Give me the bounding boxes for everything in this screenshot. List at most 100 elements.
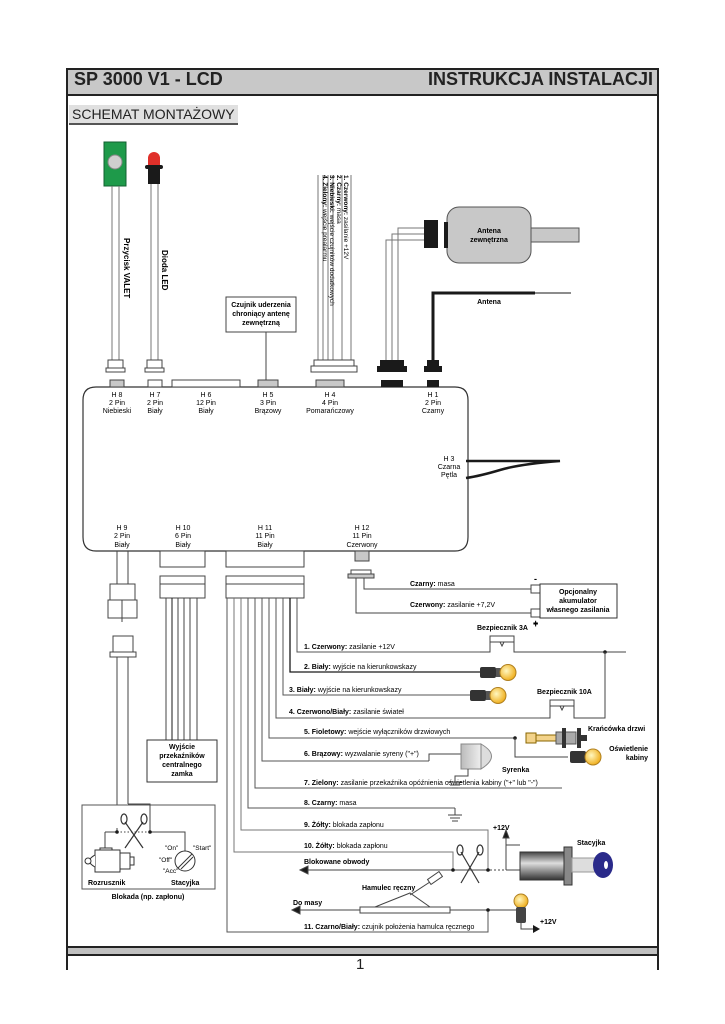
wire-labels: 1. Czerwony: zasilanie +12V 2. Biały: wy… [289,644,538,931]
h8-color: Niebieski [103,408,132,415]
h9-id: H 9 [117,525,128,532]
handbrake-bulb-icon [513,893,540,933]
wire-6-desc: wyzwalanie syreny ("+") [344,751,419,758]
fuse-10a-icon [540,699,578,719]
h1-color: Czarny [422,408,445,415]
door-switch-label: Krańcówka drzwi [588,726,645,733]
h11-connector [225,550,305,599]
svg-text:1. Czerwony: zasilanie +12V: 1. Czerwony: zasilanie +12V [342,175,349,260]
battery-line1: Opcjonalny [559,589,597,596]
h1-id: H 1 [428,392,439,399]
siren-icon [428,743,492,789]
fuse-10a-label: Bezpiecznik 10A [537,689,592,696]
section-title: SCHEMAT MONTAŻOWY [69,105,238,125]
page-frame-left [66,68,68,970]
wire-11-desc: czujnik położenia hamulca ręcznego [362,924,475,931]
h12-connector [347,550,375,579]
h9-pins: 2 Pin [114,533,130,540]
turn-signal-bulb-icon [470,687,507,704]
wire-9-desc: blokada zapłonu [333,822,384,829]
h4-wire-3-color: 3. Niebieski: [328,175,335,213]
blockade-title: Blokada (np. zapłonu) [112,894,185,901]
external-antenna-icon [377,206,580,372]
scissors-icon [120,813,148,849]
battery-box-labels: Opcjonalny akumulator własnego zasilania [545,589,609,614]
ignition-circuit [298,828,520,875]
h7-id: H 7 [150,392,161,399]
battery-line3: własnego zasilania [545,607,609,614]
cabin-light-line2: kabiny [626,755,648,762]
document-title: SP 3000 V1 - LCD [74,69,223,89]
h11-color: Biały [257,542,273,549]
starter-motor-icon [84,847,135,873]
h4-wire-2-desc: masa [335,208,342,224]
wire-6-label: 6. Brązowy: wyzwalanie syreny ("+") [304,751,419,758]
h4-id: H 4 [325,392,336,399]
ignition-label: Stacyjka [577,840,606,847]
h7-color: Biały [147,408,163,415]
external-antenna-line2: zewnętrzna [470,237,508,244]
turn-signal-bulb-icon [480,664,517,681]
page-frame-right [657,68,659,970]
battery-line2: akumulator [559,598,597,605]
battery-wire-red: Czerwony: zasilanie +7,2V [410,602,495,609]
h6-socket [171,379,241,388]
antenna-wire [424,291,571,372]
h4-wire-4-desc: wejście prealarmu [321,208,328,262]
pos-start: "Start" [193,845,212,852]
blocked-circuits-label: Blokowane obwody [304,859,369,866]
antenna-ext-socket [381,380,403,387]
h11-wires [226,598,562,933]
shock-sensor-line1: Czujnik uderzenia [231,302,291,309]
wire-10-desc: blokada zapłonu [337,843,388,850]
h4-wire-labels: 1. Czerwony: zasilanie +12V 2. Czarny: m… [321,175,349,306]
handbrake-label: Hamulec ręczny [362,885,415,892]
h9-color: Biały [114,542,130,549]
wire-3-desc: wyjście na kierunkowskazy [317,687,402,694]
wire-9-label: 9. Żółty: blokada zapłonu [304,821,384,829]
wire-1-desc: zasilanie +12V [349,644,395,651]
wire-11-color: 11. Czarno/Biały: [304,924,360,931]
wire-4-color: 4. Czerwono/Biały: [289,709,351,716]
battery-wire-black: Czarny: masa [410,581,455,588]
top-connector-labels: H 8 2 Pin Niebieski H 7 2 Pin Biały H 6 … [103,392,445,415]
battery-wire-red-color: Czerwony: [410,602,445,609]
svg-text:3. Niebieski: wejście czujnikó: 3. Niebieski: wejście czujników dodatkow… [328,175,335,306]
h4-color: Pomarańczowy [306,408,354,415]
wire-4-label: 4. Czerwono/Biały: zasilanie świateł [289,709,404,716]
junction-dot [486,908,490,912]
wire-8-color: 8. Czarny: [304,800,337,807]
h8-socket [109,379,125,388]
scissors-icon [456,844,484,884]
wire-10-label: 10. Żółty: blokada zapłonu [304,842,388,850]
shock-sensor-box [225,296,297,380]
central-lock-line1: Wyjście [169,744,195,751]
h5-id: H 5 [263,392,274,399]
battery-minus: - [534,574,537,584]
plus12v-handbrake: +12V [540,919,557,926]
junction-dot [148,830,152,834]
battery-plus: + [533,618,538,628]
h4-wire-3-desc: wejście czujników dodatkowych [328,214,335,306]
h6-id: H 6 [201,392,212,399]
h5-color: Brązowy [255,408,282,415]
wire-6-color: 6. Brązowy: [304,751,343,758]
wire-5-color: 5. Fioletowy: [304,729,346,736]
h3-type: Pętla [441,472,457,479]
h6-color: Biały [198,408,214,415]
to-ground-label: Do masy [293,900,322,907]
h10-color: Biały [175,542,191,549]
pos-off: "Off" [159,857,173,864]
h3-labels: H 3 Czarna Pętla [438,456,461,479]
wire-4-desc: zasilanie świateł [353,709,404,716]
shock-sensor-line3: zewnętrzną [242,320,280,327]
junction-dot [115,830,119,834]
blockade-box [81,804,216,890]
pos-acc: "Acc" [163,868,179,875]
battery-wire-red-desc: zasilanie +7,2V [447,602,495,609]
junction-dot [451,868,455,872]
svg-text:4. Zielony: wejście prealarmu: 4. Zielony: wejście prealarmu [321,175,328,262]
ignition-lock-icon [519,846,613,886]
fuse-3a-label: Bezpiecznik 3A [477,625,528,632]
wire-2-color: 2. Biały: [304,664,331,671]
